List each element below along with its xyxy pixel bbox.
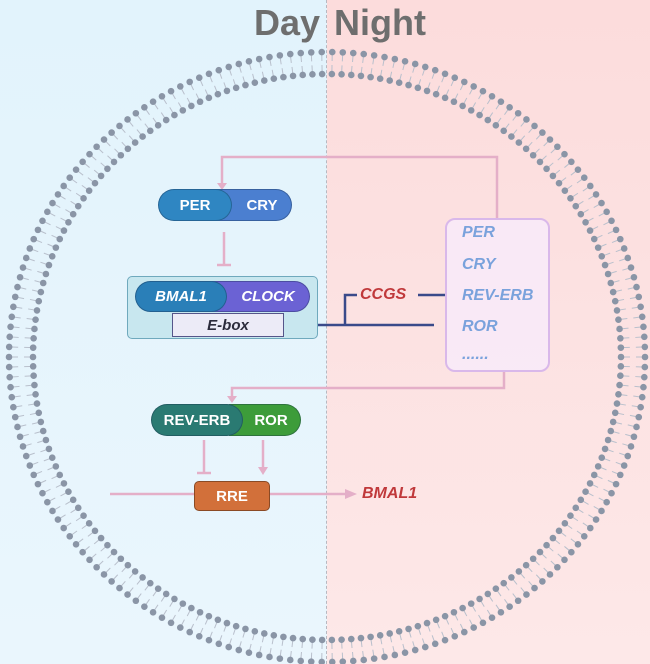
bmal1-output-gene: BMAL1 bbox=[362, 485, 418, 502]
arrowhead-reverb-ror bbox=[227, 396, 237, 403]
ccgs-branch-line bbox=[343, 293, 357, 325]
arrowhead-ror bbox=[258, 467, 268, 475]
target-gene-more: ...... bbox=[462, 346, 489, 363]
feedback-line-reverb-ror bbox=[230, 372, 506, 397]
ror-protein: ROR bbox=[229, 404, 301, 436]
ebox-promoter: E-box bbox=[172, 313, 284, 337]
header-day: Day bbox=[253, 2, 320, 43]
target-gene-rev-erb: REV-ERB bbox=[462, 287, 534, 304]
day-night-divider bbox=[326, 0, 327, 664]
clock-protein: CLOCK bbox=[212, 281, 310, 312]
arrowhead-bmal1 bbox=[345, 489, 357, 499]
ccgs-label: CCGS bbox=[360, 286, 407, 303]
arrowhead-per-cry bbox=[217, 183, 227, 190]
target-genes-box bbox=[445, 218, 550, 372]
target-gene-cry: CRY bbox=[462, 256, 496, 273]
target-gene-ror: ROR bbox=[462, 318, 498, 335]
header-night: Night bbox=[334, 2, 426, 43]
rre-element: RRE bbox=[194, 481, 270, 511]
membrane-lipids bbox=[5, 48, 649, 664]
feedback-line-per-cry bbox=[220, 155, 499, 218]
rev-erb-protein: REV-ERB bbox=[151, 404, 243, 436]
per-protein: PER bbox=[158, 189, 232, 221]
target-gene-per: PER bbox=[462, 224, 495, 241]
bmal1-protein: BMAL1 bbox=[135, 281, 227, 312]
